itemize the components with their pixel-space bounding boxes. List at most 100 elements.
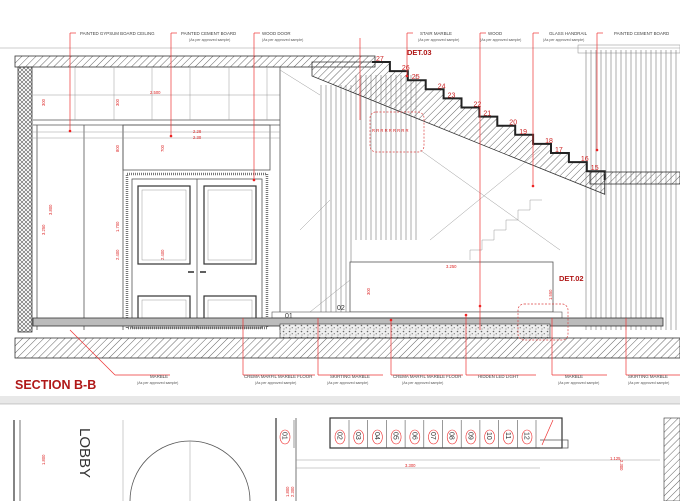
stair-step-number: 26 (402, 65, 410, 72)
section-title: SECTION B-B (15, 378, 96, 392)
wall-panels (33, 124, 280, 330)
plan-dim-a: 1.800 (41, 454, 46, 465)
dimension-chain: R R R R R R R R R (372, 128, 409, 133)
label-glass-handrail-note: (As per approved sample) (543, 38, 584, 42)
ground-slab (14, 337, 680, 359)
plan-right-wall (663, 417, 680, 501)
plan-step-circle (390, 429, 402, 445)
dim-stair-h: 1.550 (548, 289, 553, 300)
stair-step-number: 18 (545, 138, 553, 145)
raised-floor (271, 311, 563, 319)
sheet-divider (0, 396, 680, 404)
plan-dim-f: 2.300 (290, 486, 295, 497)
plan-step-number: 05 (392, 432, 399, 440)
dim-2400-a: 2.400 (115, 249, 120, 260)
dim-3250: 3.250 (41, 224, 46, 235)
dim-3800: 3.800 (48, 204, 53, 215)
stair-step-number: 23 (448, 92, 456, 99)
plan-step-circle (484, 429, 495, 445)
tag-01: 01 (285, 313, 293, 320)
label-crema-marfil-1: CREMA MARFIL MARBLE FLOOR (244, 374, 312, 379)
label-wood-door: WOOD DOOR (262, 31, 291, 36)
dim-w1: 2.28 (193, 129, 202, 134)
stair-step-number: 20 (509, 120, 517, 127)
label-marble: MARBLE (150, 374, 168, 379)
label-cement-board: PAINTED CEMENT BOARD (181, 31, 236, 36)
label-crema-marfil-1-note: (As per approved sample) (255, 381, 296, 385)
dim-counter-width: 3.250 (446, 264, 457, 269)
plan-step-circle (372, 429, 383, 445)
label-marble-right-note: (As per approved sample) (558, 381, 599, 385)
stair-step-number: 27 (376, 56, 384, 63)
label-gypsum-ceiling: PAINTED GYPSUM BOARD CEILING (80, 31, 155, 36)
dim-1700: 1.700 (115, 221, 120, 232)
wood-door (125, 172, 269, 330)
label-skirting-marble: SKIRTING MARBLE (330, 374, 370, 379)
left-wall (17, 66, 33, 333)
plan-dim-c: 3.300 (405, 463, 416, 468)
stair-step-number: 25 (412, 74, 420, 81)
plan-step-circle (465, 429, 477, 445)
label-skirting-marble-right: SKIRTING MARBLE (628, 374, 668, 379)
det-callout-wall (369, 111, 425, 153)
plan-dim-e: 1.800 (285, 486, 290, 497)
stair-flight (311, 61, 606, 195)
plan-step-circle (428, 429, 439, 445)
stair-step-number: 24 (438, 83, 446, 90)
label-skirting-marble-right-note: (As per approved sample) (628, 381, 669, 385)
plan-step-number: 04 (373, 432, 380, 440)
plan-step-number: 09 (466, 432, 473, 440)
stair-step-number: 19 (519, 129, 527, 136)
screed-layer (279, 323, 551, 339)
det02-callout (517, 303, 569, 341)
det-03-tag: DET.03 (407, 48, 432, 57)
label-stair-marble-note: (As per approved sample) (418, 38, 459, 42)
label-wood: WOOD (488, 31, 502, 36)
dim-counter-h: 300 (366, 287, 371, 295)
label-wood-door-note: (As per approved sample) (262, 38, 303, 42)
stair-step-number: 17 (555, 147, 563, 154)
label-painted-cement-board-right: PAINTED CEMENT BOARD (614, 31, 669, 36)
dim-ceiling-h1: 300 (41, 98, 46, 106)
label-skirting-marble-note: (As per approved sample) (327, 381, 368, 385)
floor-plan (13, 417, 680, 501)
landing-slab (589, 171, 680, 185)
plan-step-number: 02 (336, 432, 343, 440)
plan-step-number: 12 (523, 432, 530, 440)
plan-step-number: 07 (429, 432, 436, 440)
label-hidden-led: HIDDEN LED LIGHT (478, 374, 519, 379)
label-glass-handrail: GLASS HANDRAIL (549, 31, 588, 36)
stair-step-number: 16 (581, 156, 589, 163)
stair-treads (372, 61, 606, 181)
dim-2400-b: 2.400 (160, 249, 165, 260)
label-wood-note: (As per approved sample) (480, 38, 521, 42)
dim-w2: 2.30 (193, 135, 202, 140)
label-marble-note: (As per approved sample) (137, 381, 178, 385)
stair-step-number: 21 (483, 111, 491, 118)
plan-dim-g: 1.125 (610, 456, 621, 461)
counter (349, 261, 554, 313)
dim-ceiling-h2: 300 (115, 98, 120, 106)
plan-step-circle (409, 429, 421, 445)
stair-step-number: 15 (591, 165, 599, 172)
plan-step-circle (502, 429, 514, 445)
room-label-lobby: LOBBY (76, 428, 93, 478)
plan-step-number: 08 (448, 432, 455, 440)
plan-step-circle (521, 429, 533, 445)
label-stair-marble: STAIR MARBLE (420, 31, 452, 36)
label-marble-right: MARBLE (565, 374, 583, 379)
plan-dim-d: 2.300 (619, 460, 624, 471)
dim-700: 700 (160, 144, 165, 152)
plan-step-number: 10 (485, 432, 492, 440)
dim-800: 800 (115, 144, 120, 152)
plan-step-number: 06 (410, 432, 417, 440)
plan-step-circle (334, 429, 346, 445)
dim-ceiling-width: 2.500 (150, 90, 161, 95)
plan-step-circle (446, 429, 458, 445)
plan-step-number: 01 (281, 432, 288, 440)
stair-step-number: 22 (474, 102, 482, 109)
plan-step-number: 03 (354, 432, 361, 440)
